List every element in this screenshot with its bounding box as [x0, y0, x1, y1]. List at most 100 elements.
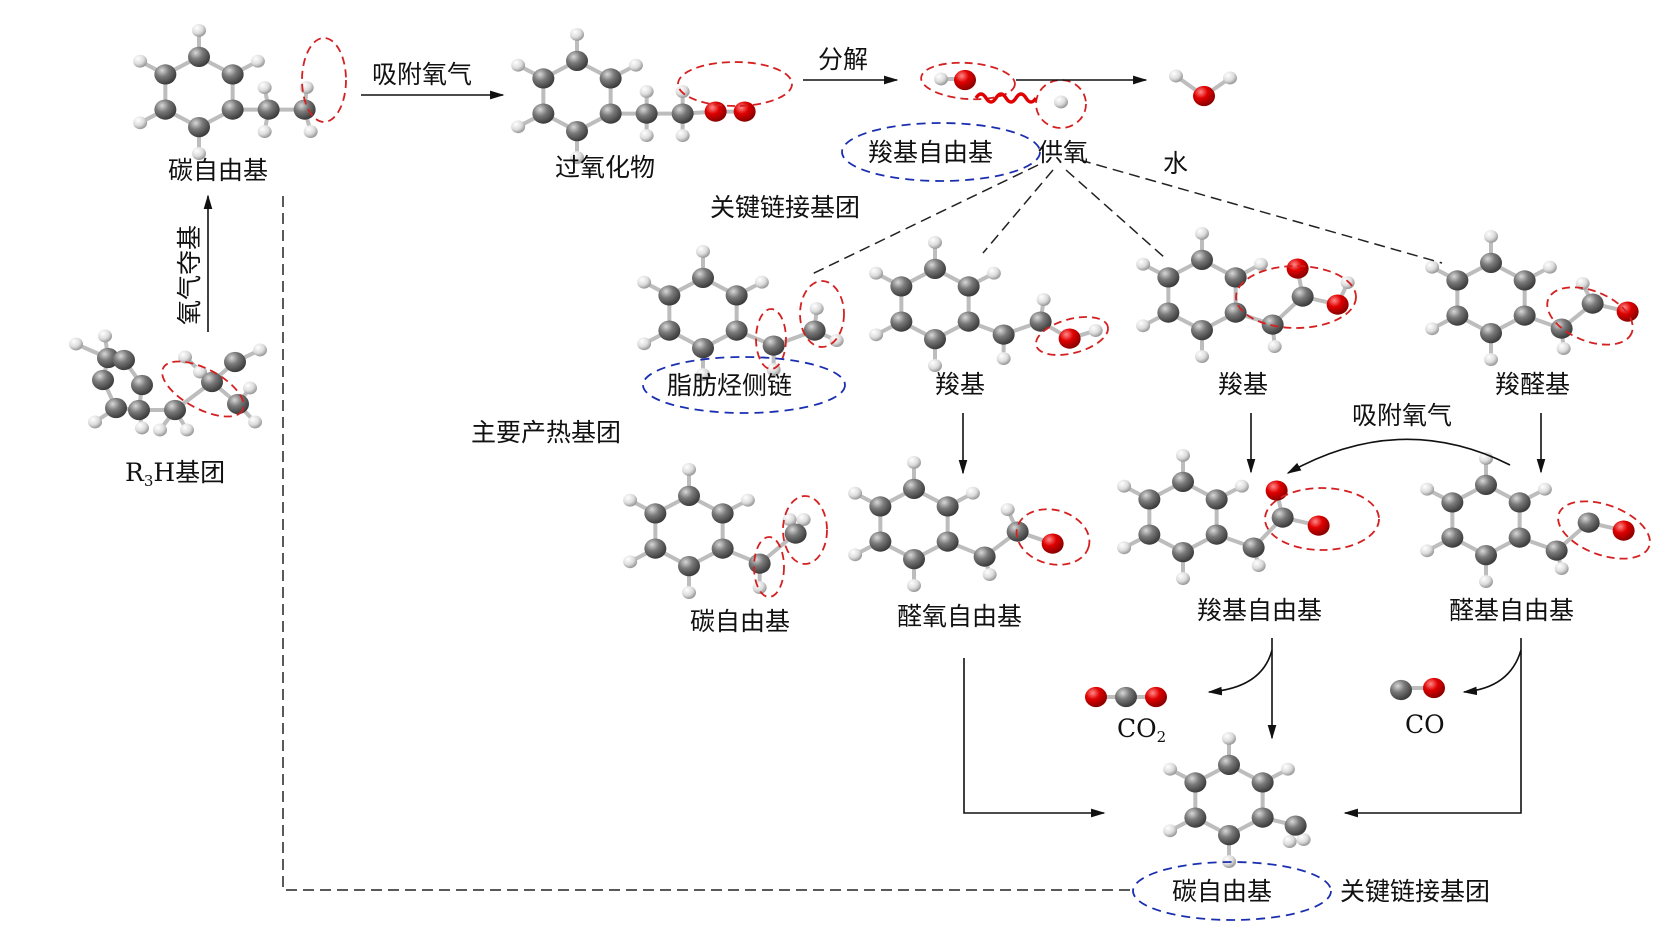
- hydrogen-atom: [682, 463, 696, 476]
- hydrogen-atom: [133, 54, 148, 68]
- label-oxygen-supply: 供氧: [1038, 138, 1088, 167]
- hydrogen-atom: [1176, 449, 1190, 462]
- carbon-atom: [644, 503, 667, 524]
- carbon-atom: [1251, 807, 1274, 828]
- label-adsorb-oxygen-top: 吸附氧气: [372, 60, 472, 89]
- carbon-atom: [890, 311, 913, 332]
- molecule-h-atom: [1054, 95, 1068, 109]
- hydrogen-atom: [848, 548, 863, 562]
- hydrogen-atom: [192, 24, 206, 37]
- carbon-atom: [1480, 252, 1502, 273]
- carbon-atom: [1224, 267, 1247, 288]
- carbon-atom: [1251, 772, 1274, 793]
- carbon-atom: [1441, 527, 1464, 548]
- carbon-atom: [599, 68, 622, 89]
- carbon-atom: [1191, 320, 1213, 341]
- hydrogen-atom: [928, 359, 942, 372]
- oxygen-atom: [1616, 301, 1639, 322]
- carbon-atom: [692, 338, 714, 359]
- carbon-atom: [566, 50, 588, 71]
- oxygen-atom: [1193, 85, 1215, 107]
- label-decompose: 分解: [818, 45, 868, 74]
- highlight-carbon-radical-bottom-label: [1132, 861, 1332, 921]
- carbon-atom: [1205, 489, 1228, 510]
- label-co: CO: [1405, 710, 1445, 739]
- carbon-atom: [154, 64, 177, 85]
- label-hydroxyl-radical: 羧基自由基: [868, 138, 993, 167]
- hydrogen-atom: [1484, 353, 1498, 366]
- molecule-carbon-radical-bottom: [1163, 732, 1311, 868]
- hydrogen-atom: [1556, 342, 1571, 356]
- oxygen-atom: [1041, 533, 1064, 554]
- carbon-atom: [257, 99, 280, 120]
- highlight-h-fragment: [1035, 79, 1087, 129]
- hydrogen-atom: [1420, 544, 1435, 558]
- hydrogen-atom: [623, 493, 638, 507]
- hydrogen-atom: [1117, 541, 1132, 555]
- oxygen-atom: [1423, 677, 1445, 699]
- carbon-atom: [227, 393, 249, 415]
- carbon-atom: [105, 397, 127, 419]
- carbon-atom: [1115, 686, 1137, 708]
- carbon-atom: [903, 549, 925, 570]
- carbon-atom: [1513, 305, 1536, 326]
- hydrogen-atom: [243, 381, 257, 395]
- oxygen-atom: [1307, 515, 1330, 536]
- carbon-atom: [711, 538, 734, 559]
- carbon-atom: [1581, 293, 1604, 314]
- carbon-atom: [164, 399, 186, 421]
- hydrogen-atom: [848, 486, 863, 500]
- hydrogen-atom: [696, 368, 710, 381]
- carbon-atom: [97, 347, 119, 369]
- hydrogen-atom: [1484, 230, 1498, 243]
- carbon-atom: [1184, 807, 1207, 828]
- label-carbon-radical-bottom: 碳自由基: [1172, 877, 1272, 906]
- hydrogen-atom: [88, 415, 102, 429]
- molecule-aldehyde-oxy-radical: [848, 456, 1064, 592]
- carbon-atom: [869, 496, 892, 517]
- hydrogen-atom: [1195, 227, 1209, 240]
- highlight-aldehyde-oxy-co: [1015, 508, 1091, 566]
- carbon-atom: [1480, 323, 1502, 344]
- carbon-atom: [635, 103, 658, 124]
- hydrogen-atom: [178, 350, 192, 364]
- carbon-atom: [1205, 524, 1228, 545]
- highlight-aldehyde-radical-co: [1557, 500, 1651, 560]
- hydrogen-atom: [869, 328, 884, 342]
- carbon-atom: [1475, 474, 1497, 495]
- hydrogen-atom: [153, 423, 167, 437]
- hydrogen-atom: [1222, 732, 1236, 745]
- carbon-atom: [762, 335, 785, 356]
- carbon-atom: [532, 103, 555, 124]
- hydrogen-atom: [740, 493, 755, 507]
- carbon-atom: [1261, 314, 1284, 335]
- hydrogen-atom: [996, 352, 1011, 366]
- hydrogen-atom: [1479, 575, 1493, 588]
- carbon-atom: [1157, 267, 1180, 288]
- carbon-atom: [658, 285, 681, 306]
- highlight-radical-ch3: [782, 495, 828, 565]
- hydrogen-atom: [675, 129, 690, 143]
- hydrogen-atom: [1282, 835, 1297, 849]
- carbon-atom: [957, 276, 980, 297]
- carbon-atom: [1242, 537, 1265, 558]
- highlight-side-chain-ch2: [755, 308, 787, 370]
- label-carbon-radical-mid: 碳自由基: [690, 607, 790, 636]
- hydrogen-atom: [696, 245, 710, 258]
- hydrogen-atom: [257, 81, 272, 95]
- molecule-r3h: [69, 329, 267, 437]
- carbon-atom: [1271, 507, 1294, 528]
- hydrogen-atom: [1251, 559, 1266, 573]
- carbon-atom: [784, 523, 807, 544]
- hydrogen-atom: [511, 120, 526, 134]
- dashed-return-line: [282, 196, 1133, 891]
- carbon-atom: [221, 99, 244, 120]
- carbon-atom: [936, 496, 959, 517]
- label-main-heat-group: 主要产热基团: [471, 418, 621, 447]
- hydrogen-atom: [1267, 340, 1282, 354]
- carbon-atom: [566, 121, 588, 142]
- carbon-atom: [957, 311, 980, 332]
- label-key-linking-group-bottom: 关键链接基团: [1340, 877, 1490, 906]
- molecule-carboxyl-radical: [1117, 449, 1330, 585]
